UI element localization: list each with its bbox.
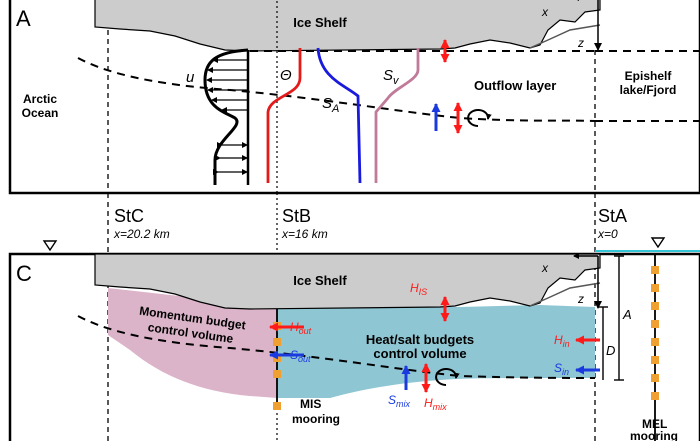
x-axis-label-c: x xyxy=(541,261,549,275)
theta-profile xyxy=(266,48,302,183)
s-in-label: Sin xyxy=(554,361,569,377)
sa-profile xyxy=(316,47,362,184)
theta-label: Θ xyxy=(280,67,292,84)
ice-shelf-label: Ice Shelf xyxy=(293,15,347,30)
outflow-layer-label: Outflow layer xyxy=(474,78,556,93)
h-mix-label: Hmix xyxy=(424,396,447,412)
s-out-label: Sout xyxy=(290,348,311,364)
u-label: u xyxy=(186,69,195,86)
h-in-label: Hin xyxy=(554,333,570,349)
sv-profile xyxy=(374,48,420,183)
heat-salt-control-volume xyxy=(277,305,595,398)
stb-label: StB xyxy=(282,206,311,226)
arctic-label-1: Arctic xyxy=(23,92,57,106)
epishelf-label-2: lake/Fjord xyxy=(620,83,677,97)
a-label: A xyxy=(622,307,632,322)
mel-mooring-instruments xyxy=(651,266,659,400)
z-axis-label: z xyxy=(577,36,584,50)
sv-label: Sv xyxy=(383,67,400,87)
momentum-control-volume xyxy=(108,288,277,398)
ice-roughness xyxy=(529,24,601,49)
ice-shelf-shape xyxy=(94,0,601,52)
ice-roughness-c xyxy=(529,282,601,307)
ice-shelf-label-c: Ice Shelf xyxy=(293,273,347,288)
panel-c: C Ice Shelf x z MIS mooring xyxy=(8,237,700,441)
panel-c-label: C xyxy=(16,261,32,286)
x-axis-label: x xyxy=(541,5,549,19)
panel-a-label: A xyxy=(16,6,31,31)
d-label: D xyxy=(606,343,615,358)
h-is-label: HIS xyxy=(410,281,427,297)
mel-label-2: mooring xyxy=(630,429,678,441)
stc-label: StC xyxy=(114,206,144,226)
mixing-eddy-a xyxy=(467,109,492,127)
ice-shelf-shape-c xyxy=(94,253,601,310)
panel-a-frame xyxy=(8,0,700,195)
heat-label-2: control volume xyxy=(373,346,466,361)
water-level-symbol-right xyxy=(650,237,666,249)
sta-label: StA xyxy=(598,206,627,226)
station-labels: StC x=20.2 km StB x=16 km StA x=0 xyxy=(107,193,627,441)
h-out-label: Hout xyxy=(290,320,312,336)
sa-label: SA xyxy=(322,95,339,115)
heat-label-1: Heat/salt budgets xyxy=(366,332,474,347)
water-level-symbol-left xyxy=(42,240,58,252)
mis-label-1: MIS xyxy=(300,397,321,411)
epishelf-label-1: Epishelf xyxy=(625,69,673,83)
panel-a: A Ice Shelf x z xyxy=(8,0,700,195)
stb-x-label: x=16 km xyxy=(281,227,328,241)
arctic-label-2: Ocean xyxy=(22,106,59,120)
s-mix-label: Smix xyxy=(388,393,411,409)
z-axis-label-c: z xyxy=(577,292,584,306)
mis-label-2: mooring xyxy=(292,412,340,426)
sta-x-label: x=0 xyxy=(597,227,618,241)
stc-x-label: x=20.2 km xyxy=(113,227,170,241)
mixing-eddy-c xyxy=(435,368,460,386)
mel-label-1: MEL xyxy=(642,417,667,431)
